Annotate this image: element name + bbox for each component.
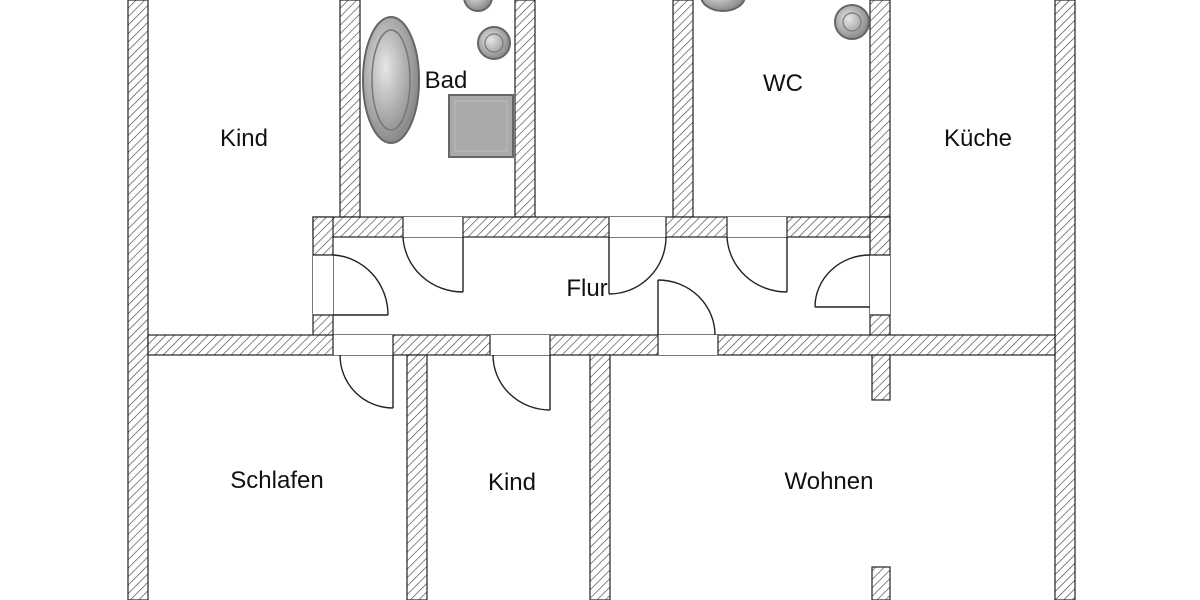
room-label-bad: Bad: [425, 67, 468, 94]
wall-wohnen-stub-bottom: [871, 566, 891, 600]
opening-kind-bottom: [490, 335, 550, 355]
door-openings: [313, 217, 890, 355]
sanitary-fixtures: [362, 0, 870, 158]
wall-bad-mid: [514, 0, 536, 218]
wall-kind-wohnen: [589, 354, 611, 600]
toilet-icon: [700, 0, 746, 12]
room-labels: Kind Bad WC Küche Flur Schlafen Kind Woh…: [220, 67, 1012, 496]
washbasin-top-icon: [463, 0, 493, 12]
wall-outer-right: [1054, 0, 1076, 600]
wall-wohnen-stub-top: [871, 354, 891, 401]
opening-mid: [609, 217, 666, 237]
door-kueche: [814, 254, 871, 308]
door-wohnen: [657, 279, 716, 336]
opening-wc: [727, 217, 787, 237]
wall-schlafen-kind: [406, 354, 428, 600]
wall-outer-left: [127, 0, 149, 600]
wall-mid-wc: [672, 0, 694, 218]
room-label-flur: Flur: [566, 275, 607, 302]
opening-kind-top: [313, 255, 333, 315]
room-label-schlafen: Schlafen: [230, 467, 323, 494]
door-mid: [608, 236, 667, 295]
room-label-kueche: Küche: [944, 125, 1012, 152]
wall-kind-bad: [339, 0, 361, 218]
opening-kueche: [870, 255, 890, 315]
room-label-kind-bottom: Kind: [488, 469, 536, 496]
room-label-wc: WC: [763, 70, 803, 97]
door-bad: [402, 236, 464, 293]
wall-middle-horizontal: [147, 334, 1056, 356]
door-kind-top: [332, 254, 389, 316]
wall-wc-kueche: [869, 0, 891, 218]
door-swings: [332, 236, 871, 411]
opening-wohnen: [658, 335, 718, 355]
door-wc: [726, 236, 788, 293]
wall-corridor-top: [312, 216, 891, 238]
room-label-wohnen: Wohnen: [785, 468, 874, 495]
opening-schlafen: [333, 335, 393, 355]
room-label-kind-top: Kind: [220, 125, 268, 152]
opening-bad: [403, 217, 463, 237]
sink-icon: [834, 4, 870, 40]
shower-tray-icon: [448, 94, 514, 158]
washbasin-icon: [477, 26, 511, 60]
door-kind-bottom: [492, 354, 551, 411]
door-schlafen: [339, 354, 394, 409]
